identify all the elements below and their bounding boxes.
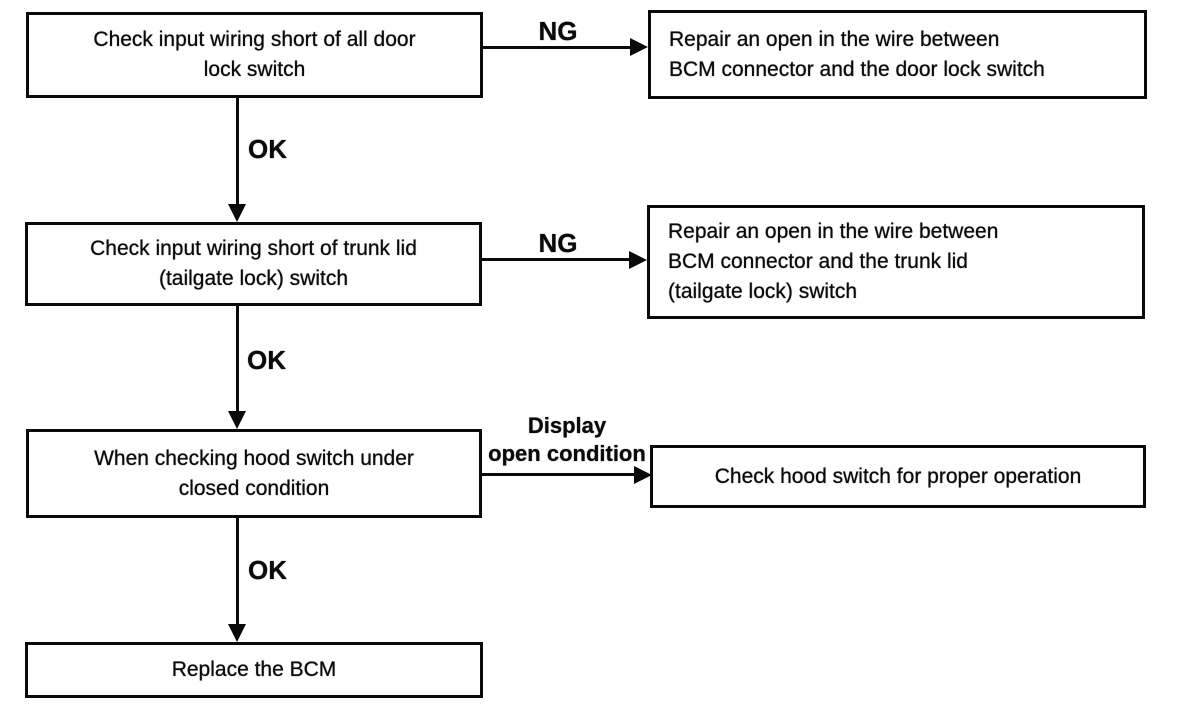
node-check-door-lock-wiring: Check input wiring short of all door loc… xyxy=(26,12,483,98)
node-text: Check hood switch for proper operation xyxy=(714,464,1082,488)
edge-label-ok-2: OK xyxy=(247,345,286,375)
node-check-hood-switch-closed: When checking hood switch under closed c… xyxy=(26,429,482,518)
arrow-ng-1-head xyxy=(630,38,648,56)
node-text: Check input wiring short of trunk lid (t… xyxy=(90,237,417,290)
arrow-ng-2-head xyxy=(629,251,647,269)
arrow-display-line xyxy=(482,473,635,476)
arrow-ok-3-line xyxy=(236,518,239,626)
arrow-ok-2-head xyxy=(228,411,246,429)
node-replace-bcm: Replace the BCM xyxy=(25,642,483,698)
arrow-ng-1-line xyxy=(483,46,631,49)
edge-label-ng-2: NG xyxy=(538,228,578,258)
node-repair-trunk-lid-wire: Repair an open in the wire between BCM c… xyxy=(647,205,1145,319)
arrow-ok-3-head xyxy=(228,624,246,642)
node-check-hood-switch-operation: Check hood switch for proper operation xyxy=(650,445,1146,508)
node-check-trunk-lid-wiring: Check input wiring short of trunk lid (t… xyxy=(25,222,482,306)
arrow-ok-1-head xyxy=(228,204,246,222)
node-text: Repair an open in the wire between BCM c… xyxy=(669,27,1045,81)
edge-label-display-open-condition: Display open condition xyxy=(488,413,646,466)
arrow-display-head xyxy=(634,466,652,484)
edge-label-ok-1: OK xyxy=(248,134,287,164)
arrow-ok-1-line xyxy=(236,98,239,206)
node-repair-door-lock-wire: Repair an open in the wire between BCM c… xyxy=(648,10,1147,99)
edge-label-ng-1: NG xyxy=(538,16,578,46)
edge-label-ok-3: OK xyxy=(248,555,287,585)
node-text: Repair an open in the wire between BCM c… xyxy=(668,220,999,303)
arrow-ng-2-line xyxy=(482,258,630,261)
node-text: Check input wiring short of all door loc… xyxy=(93,28,416,81)
node-text: When checking hood switch under closed c… xyxy=(94,446,414,500)
arrow-ok-2-line xyxy=(236,306,239,413)
node-text: Replace the BCM xyxy=(171,658,337,681)
